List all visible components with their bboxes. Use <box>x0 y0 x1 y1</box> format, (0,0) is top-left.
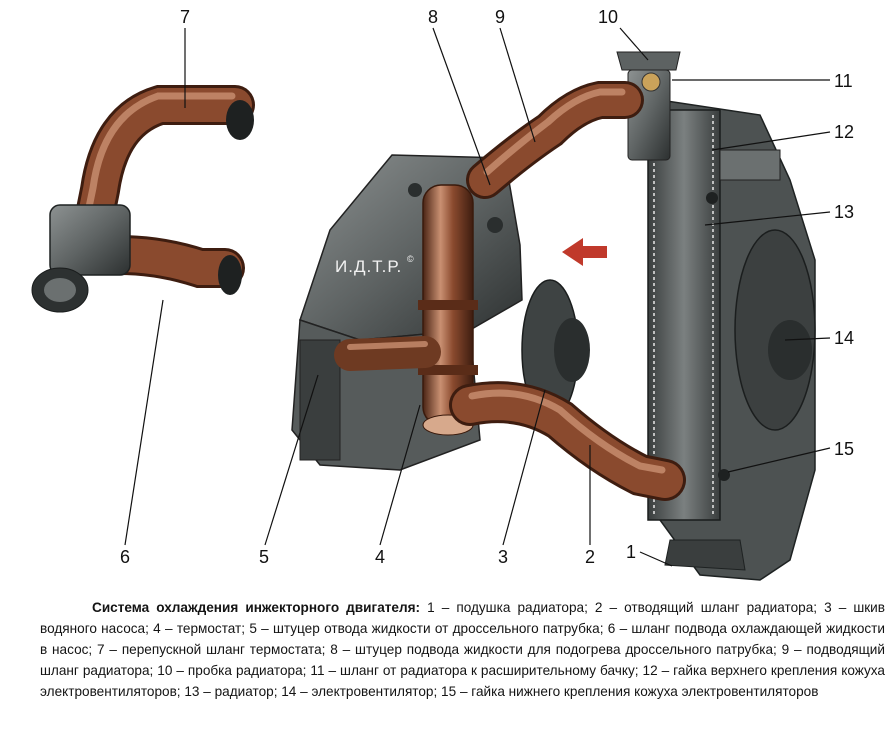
watermark-text: И.Д.Т.Р. <box>335 257 402 276</box>
hose-6-pump-inlet <box>100 235 245 295</box>
callout-1: 1 <box>626 542 636 562</box>
hose-7-thermostat-bypass <box>75 85 255 235</box>
watermark-mark: © <box>407 254 414 264</box>
callout-15: 15 <box>834 439 854 459</box>
thermostat-pipe <box>418 184 478 436</box>
radiator-cap <box>616 51 681 161</box>
callout-14: 14 <box>834 328 854 348</box>
flow-arrow-icon <box>562 238 607 266</box>
leader-lines <box>124 27 831 567</box>
callout-12: 12 <box>834 122 854 142</box>
figure-caption: Система охлаждения инжекторного двигател… <box>40 597 885 702</box>
caption-title: Система охлаждения инжекторного двигател… <box>92 600 421 615</box>
callout-9: 9 <box>495 7 505 27</box>
caption-text: 1 – подушка радиатора; 2 – отводящий шла… <box>40 600 885 699</box>
callout-4: 4 <box>375 547 385 567</box>
hose-2-radiator-outlet <box>449 381 686 501</box>
radiator-assembly <box>647 99 816 581</box>
cooling-system-diagram: И.Д.Т.Р. © <box>31 7 854 581</box>
callout-7: 7 <box>180 7 190 27</box>
callout-2: 2 <box>585 547 595 567</box>
callout-8: 8 <box>428 7 438 27</box>
water-pump-pulley <box>521 279 590 421</box>
callout-11: 11 <box>834 71 853 91</box>
callout-5: 5 <box>259 547 269 567</box>
callout-13: 13 <box>834 202 854 222</box>
hose-9-radiator-inlet <box>466 81 644 199</box>
callout-6: 6 <box>120 547 130 567</box>
callout-10: 10 <box>598 7 618 27</box>
hose-tee-fitting <box>31 204 131 313</box>
callout-3: 3 <box>498 547 508 567</box>
